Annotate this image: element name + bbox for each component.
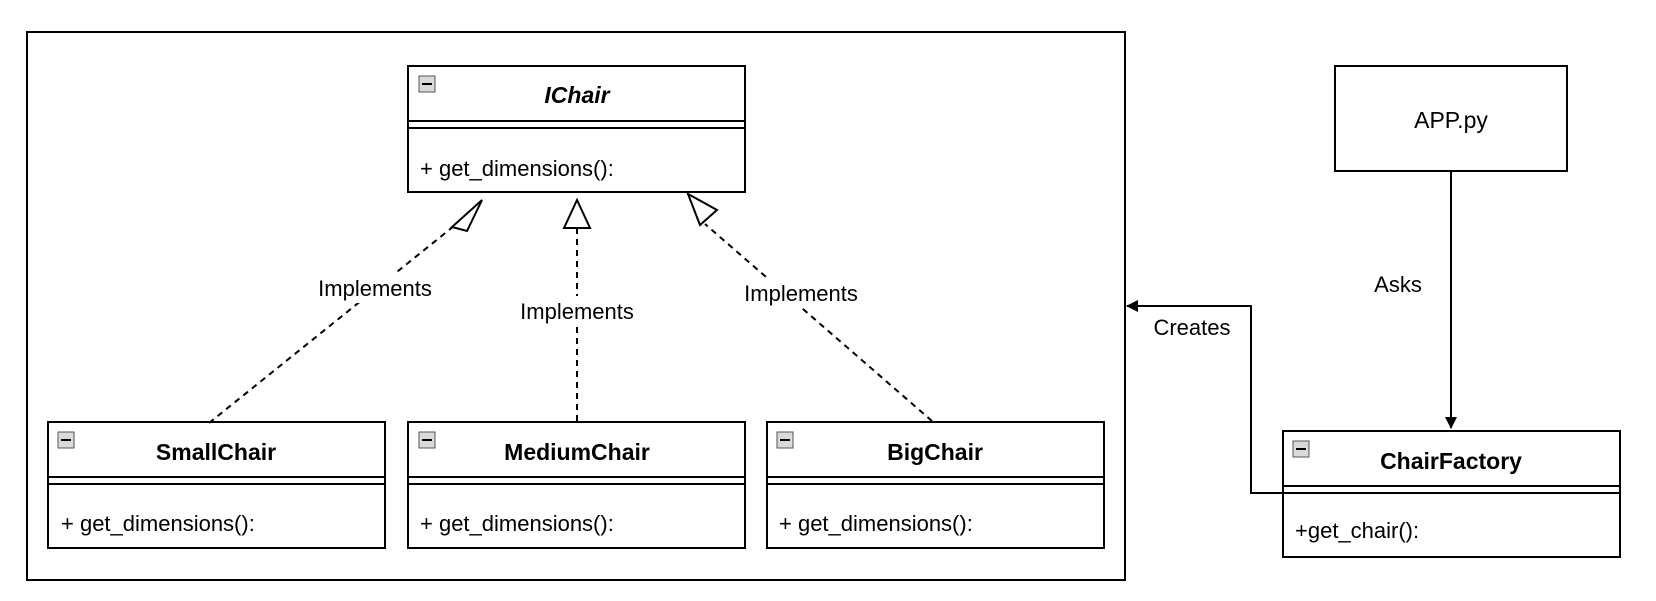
class-title: ChairFactory	[1380, 448, 1522, 474]
collapse-icon[interactable]	[776, 431, 794, 449]
implements-edge-middle	[562, 197, 592, 421]
ichair-class[interactable]: IChair + get_dimensions():	[407, 65, 746, 193]
chairfactory-class[interactable]: ChairFactory +get_chair():	[1282, 430, 1621, 558]
edge-label-implements: Implements	[744, 281, 858, 306]
collapse-icon[interactable]	[418, 431, 436, 449]
mediumchair-class[interactable]: MediumChair + get_dimensions():	[407, 421, 746, 549]
collapse-icon[interactable]	[57, 431, 75, 449]
package-frame	[26, 31, 1126, 581]
class-title: IChair	[544, 82, 610, 108]
class-method: + get_dimensions():	[779, 511, 973, 536]
smallchair-class[interactable]: SmallChair + get_dimensions():	[47, 421, 386, 549]
class-method: + get_dimensions():	[61, 511, 255, 536]
app-label: APP.py	[1414, 107, 1488, 133]
edge-label-implements: Implements	[520, 299, 634, 324]
bigchair-class[interactable]: BigChair + get_dimensions():	[766, 421, 1105, 549]
class-method: + get_dimensions():	[420, 156, 614, 181]
creates-edge	[1126, 300, 1283, 494]
class-method: +get_chair():	[1295, 518, 1419, 543]
edge-label-implements: Implements	[318, 276, 432, 301]
collapse-icon[interactable]	[1292, 440, 1310, 458]
class-title: MediumChair	[504, 439, 650, 465]
collapse-icon[interactable]	[418, 75, 436, 93]
app-box[interactable]: APP.py	[1334, 65, 1568, 172]
edge-label-creates: Creates	[1153, 315, 1230, 340]
implements-edge-left	[208, 199, 483, 424]
implements-edge-right	[686, 191, 933, 422]
class-title: BigChair	[887, 439, 983, 465]
edge-label-asks: Asks	[1374, 272, 1422, 297]
class-method: + get_dimensions():	[420, 511, 614, 536]
class-title: SmallChair	[156, 439, 276, 465]
